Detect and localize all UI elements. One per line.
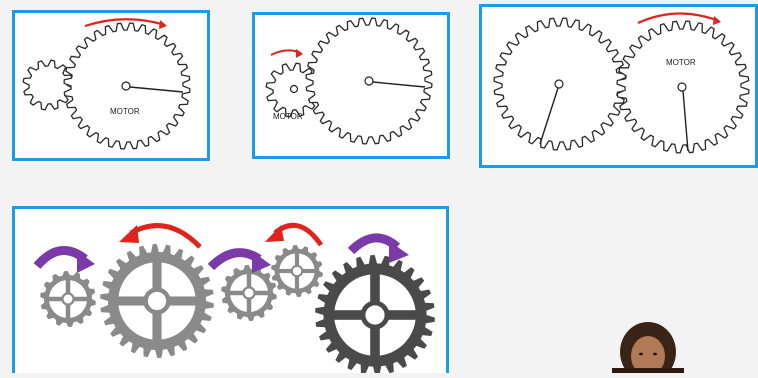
gear-panel-3: MOTOR — [479, 4, 758, 168]
gear-small-2 — [221, 265, 277, 321]
gear-axle — [122, 82, 130, 90]
rotation-arrow — [131, 226, 200, 247]
presenter-photo — [612, 322, 684, 373]
gear-pair-diagram-1: MOTOR — [15, 13, 207, 158]
gear-axle — [291, 86, 298, 93]
arrow-head-icon — [296, 49, 303, 58]
small-gear-outline — [23, 60, 73, 110]
gear-large-1 — [100, 244, 214, 358]
rotation-arrow — [211, 253, 259, 267]
gear-axle — [365, 77, 373, 85]
gear-pair-diagram-2: MOTOR — [255, 15, 447, 156]
person-silhouette-icon — [612, 322, 684, 373]
motor-label: MOTOR — [273, 112, 303, 121]
arrow-head-icon — [119, 225, 139, 243]
gear-train-diagram — [15, 209, 446, 373]
arrow-head-icon — [252, 251, 271, 273]
gear-train-panel — [12, 206, 449, 373]
gear-small-1 — [40, 271, 96, 327]
gear-panel-2: MOTOR — [252, 12, 450, 159]
gear-panel-1: MOTOR — [12, 10, 210, 161]
motor-label: MOTOR — [110, 107, 140, 116]
rotation-arrow — [85, 19, 165, 26]
motor-label: MOTOR — [666, 58, 696, 67]
gear-small-3 — [271, 245, 323, 297]
arrow-head-icon — [159, 20, 167, 29]
gear-pair-diagram-3: MOTOR — [482, 7, 758, 165]
gear-axle — [555, 80, 563, 88]
arrow-head-icon — [713, 16, 721, 25]
rotation-arrow — [638, 13, 719, 23]
gear-large-2 — [315, 255, 435, 373]
arrow-head-icon — [265, 225, 284, 242]
gear-axle — [678, 83, 686, 91]
